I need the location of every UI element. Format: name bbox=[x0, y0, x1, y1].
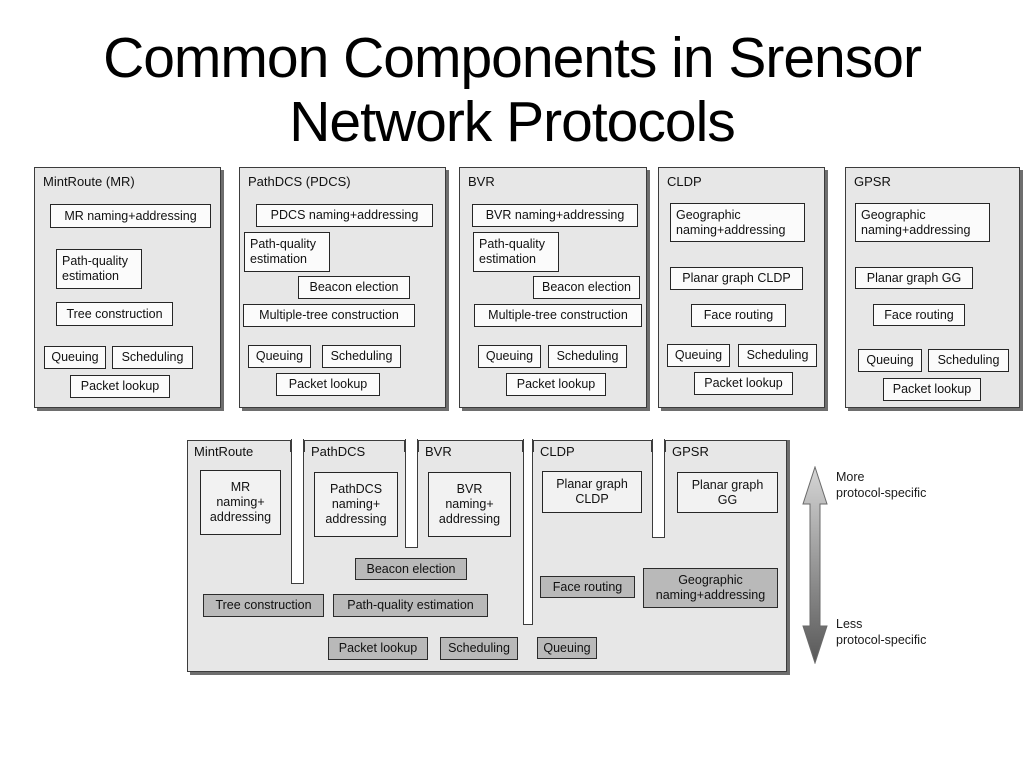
component-box-naming: MR naming+addressing bbox=[50, 204, 211, 228]
column-gap bbox=[523, 439, 533, 625]
column-naming-box-cldp: Planar graph CLDP bbox=[542, 471, 642, 513]
component-box-packet-lookup: Packet lookup bbox=[70, 375, 170, 398]
component-box-tree-construction: Tree construction bbox=[56, 302, 173, 326]
column-label-gpsr: GPSR bbox=[672, 444, 709, 459]
shared-component-queuing: Queuing bbox=[537, 637, 597, 659]
component-box-path-quality: Path-quality estimation bbox=[56, 249, 142, 289]
component-box-naming: PDCS naming+addressing bbox=[256, 204, 433, 227]
component-box-queuing: Queuing bbox=[667, 344, 730, 367]
component-box-queuing: Queuing bbox=[248, 345, 311, 368]
column-label-mintroute: MintRoute bbox=[194, 444, 254, 459]
component-box-beacon-election: Beacon election bbox=[298, 276, 410, 299]
component-box-packet-lookup: Packet lookup bbox=[276, 373, 380, 396]
component-box-path-quality: Path-quality estimation bbox=[473, 232, 559, 272]
panel-mintroute: MintRoute (MR) MR naming+addressing Path… bbox=[34, 167, 221, 408]
component-box-packet-lookup: Packet lookup bbox=[694, 372, 793, 395]
shared-component-face-routing: Face routing bbox=[540, 576, 635, 598]
slide-title-line2: Network Protocols bbox=[289, 90, 736, 148]
column-tab-gpsr bbox=[665, 440, 787, 452]
component-box-packet-lookup: Packet lookup bbox=[883, 378, 981, 401]
slide-title-line1: Common Components in Srensor bbox=[103, 26, 922, 90]
component-box-queuing: Queuing bbox=[858, 349, 922, 372]
arrow-label-less-protocol-specific: Less protocol-specific bbox=[836, 617, 927, 647]
component-box-planar-graph: Planar graph GG bbox=[855, 267, 973, 289]
component-box-naming: Geographic naming+addressing bbox=[855, 203, 990, 242]
panel-cldp: CLDP Geographic naming+addressing Planar… bbox=[658, 167, 825, 408]
component-box-multiple-tree: Multiple-tree construction bbox=[243, 304, 415, 327]
column-tab-bvr bbox=[418, 440, 523, 452]
column-tab-mintroute bbox=[187, 440, 291, 452]
column-gap bbox=[291, 439, 304, 584]
panel-title: PathDCS (PDCS) bbox=[248, 174, 351, 189]
component-box-scheduling: Scheduling bbox=[322, 345, 401, 368]
protocol-specificity-arrow-icon bbox=[802, 466, 828, 664]
panel-title: BVR bbox=[468, 174, 495, 189]
column-naming-box-pathdcs: PathDCS naming+ addressing bbox=[314, 472, 398, 537]
column-label-bvr: BVR bbox=[425, 444, 452, 459]
panel-bvr: BVR BVR naming+addressing Path-quality e… bbox=[459, 167, 647, 408]
shared-component-scheduling: Scheduling bbox=[440, 637, 518, 660]
panel-pathdcs: PathDCS (PDCS) PDCS naming+addressing Pa… bbox=[239, 167, 446, 408]
shared-component-tree-construction: Tree construction bbox=[203, 594, 324, 617]
shared-component-packet-lookup: Packet lookup bbox=[328, 637, 428, 660]
component-box-face-routing: Face routing bbox=[691, 304, 786, 327]
component-box-scheduling: Scheduling bbox=[112, 346, 193, 369]
component-box-naming: BVR naming+addressing bbox=[472, 204, 638, 227]
panel-title: MintRoute (MR) bbox=[43, 174, 135, 189]
component-box-multiple-tree: Multiple-tree construction bbox=[474, 304, 642, 327]
component-box-naming: Geographic naming+addressing bbox=[670, 203, 805, 242]
arrow-label-more-protocol-specific: More protocol-specific bbox=[836, 470, 927, 500]
component-box-packet-lookup: Packet lookup bbox=[506, 373, 606, 396]
column-naming-box-mintroute: MR naming+ addressing bbox=[200, 470, 281, 535]
component-box-queuing: Queuing bbox=[44, 346, 106, 369]
column-label-pathdcs: PathDCS bbox=[311, 444, 366, 459]
column-gap bbox=[405, 439, 418, 548]
panel-title: GPSR bbox=[854, 174, 891, 189]
shared-component-beacon-election: Beacon election bbox=[355, 558, 467, 580]
column-naming-box-gpsr: Planar graph GG bbox=[677, 472, 778, 513]
column-gap bbox=[652, 439, 665, 538]
column-tab-pathdcs bbox=[304, 440, 405, 452]
shared-component-geographic-naming: Geographic naming+addressing bbox=[643, 568, 778, 608]
component-box-queuing: Queuing bbox=[478, 345, 541, 368]
component-box-scheduling: Scheduling bbox=[738, 344, 817, 367]
slide-title: Common Components in Srensor Network Pro… bbox=[0, 26, 1024, 148]
column-naming-box-bvr: BVR naming+ addressing bbox=[428, 472, 511, 537]
component-box-face-routing: Face routing bbox=[873, 304, 965, 326]
component-box-scheduling: Scheduling bbox=[928, 349, 1009, 372]
component-box-scheduling: Scheduling bbox=[548, 345, 627, 368]
component-box-planar-graph: Planar graph CLDP bbox=[670, 267, 803, 290]
panel-gpsr: GPSR Geographic naming+addressing Planar… bbox=[845, 167, 1020, 408]
component-box-path-quality: Path-quality estimation bbox=[244, 232, 330, 272]
shared-component-path-quality: Path-quality estimation bbox=[333, 594, 488, 617]
component-box-beacon-election: Beacon election bbox=[533, 276, 640, 299]
column-label-cldp: CLDP bbox=[540, 444, 575, 459]
column-tab-cldp bbox=[533, 440, 652, 452]
panel-title: CLDP bbox=[667, 174, 702, 189]
